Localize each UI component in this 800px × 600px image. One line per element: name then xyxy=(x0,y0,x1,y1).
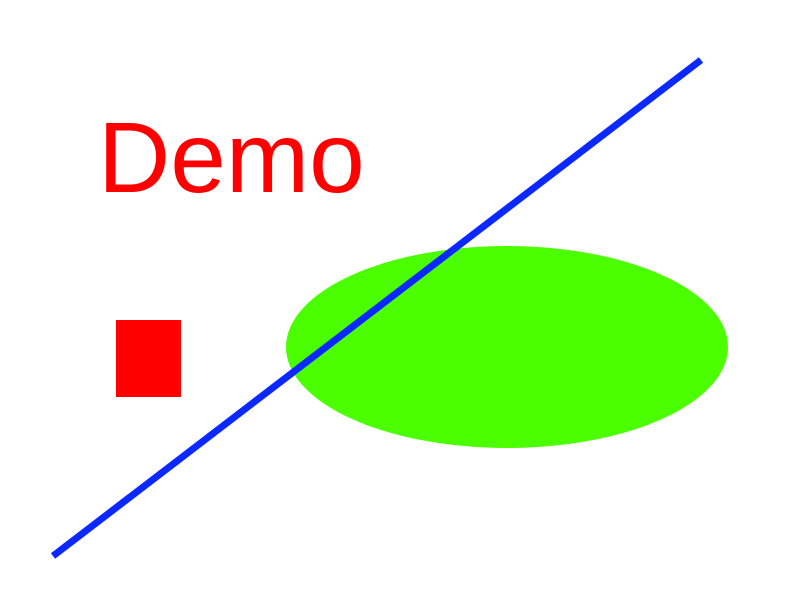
green-ellipse xyxy=(286,246,728,448)
blue-diagonal-line xyxy=(50,57,704,559)
demo-title: Demo xyxy=(98,102,365,214)
red-square xyxy=(116,320,181,397)
